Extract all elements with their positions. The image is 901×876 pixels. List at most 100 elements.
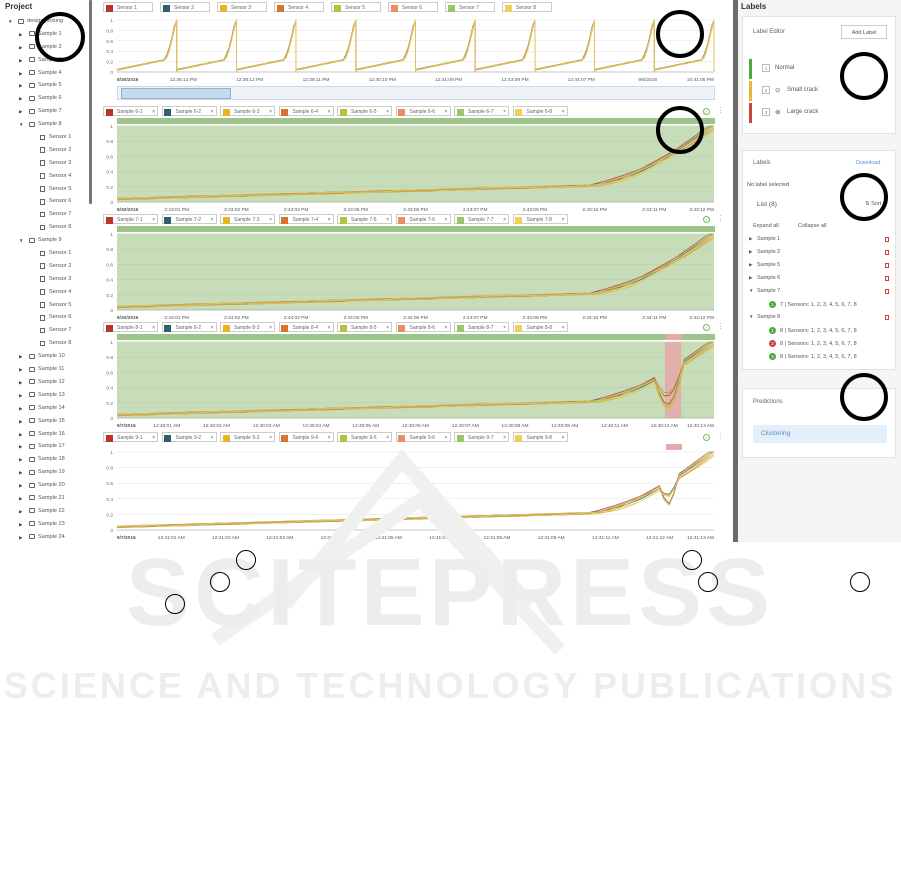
more-options-icon[interactable]: ··· [719,321,722,332]
caret-right-icon[interactable]: ▶ [19,508,23,514]
legend-chip[interactable]: Sample 6-8× [512,106,568,116]
close-icon[interactable]: × [444,435,448,441]
label-status-icon[interactable]: ✓ [703,216,710,223]
tree-sensor[interactable]: Sensor 6 [0,196,92,209]
legend-chip[interactable]: Sensor 1 [103,2,153,12]
legend-chip[interactable]: Sample 7-4× [278,214,334,224]
caret-right-icon[interactable]: ▶ [19,109,23,115]
tree-sample[interactable]: ▶Sample 4 [0,68,92,81]
tree-sensor[interactable]: Sensor 8 [0,338,92,351]
close-icon[interactable]: × [386,435,389,441]
tree-sensor[interactable]: Sensor 8 [0,222,92,235]
legend-chip[interactable]: Sample 6-4× [278,106,334,116]
close-icon[interactable]: × [327,325,331,331]
caret-down-icon[interactable]: ▼ [19,238,24,244]
tree-sample[interactable]: ▶Sample 12 [0,377,92,390]
tree-sensor[interactable]: Sensor 3 [0,158,92,171]
label-entry-text[interactable]: 8 | Sensors: 1, 2, 3, 4, 5, 6, 7, 8 [780,327,857,334]
expand-all-button[interactable]: Expand all [753,223,779,229]
caret-right-icon[interactable]: ▶ [19,31,23,37]
tree-sensor[interactable]: Sensor 1 [0,132,92,145]
legend-chip[interactable]: Sample 7-3× [220,214,275,224]
close-icon[interactable]: × [386,217,389,223]
tree-sample[interactable]: ▶Sample 11 [0,364,92,377]
more-options-icon[interactable]: ··· [719,105,722,116]
legend-chip[interactable]: Sample 9-5× [337,432,392,442]
caret-down-icon[interactable]: ▼ [749,288,754,293]
legend-chip[interactable]: Sample 9-4× [278,432,334,442]
caret-down-icon[interactable]: ▼ [8,19,13,24]
tree-sensor[interactable]: Sensor 7 [0,325,92,338]
close-icon[interactable]: × [444,217,448,223]
tree-sample[interactable]: ▶Sample 7 [0,106,92,119]
legend-chip[interactable]: Sample 8-1× [103,322,158,332]
label-status-icon[interactable]: ✓ [703,324,710,331]
label-tree-sample[interactable]: Sample 5 [757,262,781,268]
tree-scrollbar[interactable] [89,0,92,204]
close-icon[interactable]: × [269,217,272,223]
trash-icon[interactable] [885,249,889,255]
close-icon[interactable]: × [210,435,214,441]
tree-sample[interactable]: ▶Sample 22 [0,506,92,519]
trash-icon[interactable] [885,314,889,320]
close-icon[interactable]: × [269,325,272,331]
tree-sensor[interactable]: Sensor 3 [0,274,92,287]
label-tree-sample-open[interactable]: Sample 8 [757,314,781,320]
label-tree-sample[interactable]: Sample 1 [757,236,781,242]
legend-chip[interactable]: Sample 7-1× [103,214,158,224]
caret-right-icon[interactable]: ▶ [19,418,23,424]
legend-chip[interactable]: Sample 9-3× [220,432,275,442]
tree-sensor[interactable]: Sensor 7 [0,209,92,222]
caret-right-icon[interactable]: ▶ [19,70,23,76]
tree-sensor[interactable]: Sensor 4 [0,287,92,300]
caret-right-icon[interactable]: ▶ [749,275,753,280]
tree-sample[interactable]: ▶Sample 21 [0,493,92,506]
legend-chip[interactable]: Sensor 3 [217,2,267,12]
caret-right-icon[interactable]: ▶ [19,431,23,437]
tree-sensor[interactable]: Sensor 2 [0,261,92,274]
label-editor-item[interactable]: 2⊙Small crack [749,81,887,101]
label-strip[interactable] [117,334,715,340]
label-entry-text[interactable]: 7 | Sensors: 1, 2, 3, 4, 5, 6, 7, 8 [780,301,857,308]
close-icon[interactable]: × [503,435,506,441]
label-editor-item[interactable]: 3⊗Large crack [749,103,887,123]
close-icon[interactable]: × [561,217,565,223]
more-options-icon[interactable]: ··· [719,213,722,224]
close-icon[interactable]: × [561,435,565,441]
tree-sample[interactable]: ▶Sample 17 [0,441,92,454]
legend-chip[interactable]: Sample 6-6× [395,106,451,116]
legend-chip[interactable]: Sensor 2 [160,2,210,12]
overview-range-slider[interactable] [117,86,715,100]
close-icon[interactable]: × [386,325,389,331]
close-icon[interactable]: × [386,109,389,115]
caret-right-icon[interactable]: ▶ [749,236,753,241]
caret-right-icon[interactable]: ▶ [19,83,23,89]
close-icon[interactable]: × [210,109,214,115]
tree-sample[interactable]: ▶Sample 18 [0,454,92,467]
tree-sensor[interactable]: Sensor 2 [0,145,92,158]
more-options-icon[interactable]: ··· [719,431,722,442]
legend-chip[interactable]: Sample 9-8× [512,432,568,442]
caret-right-icon[interactable]: ▶ [19,483,23,489]
legend-chip[interactable]: Sensor 6 [388,2,438,12]
caret-down-icon[interactable]: ▼ [19,122,24,128]
caret-right-icon[interactable]: ▶ [19,444,23,450]
legend-chip[interactable]: Sample 9-1× [103,432,158,442]
legend-chip[interactable]: Sample 7-6× [395,214,451,224]
tree-sensor[interactable]: Sensor 1 [0,248,92,261]
legend-chip[interactable]: Sensor 4 [274,2,324,12]
clustering-button[interactable]: Clustering [753,425,887,443]
tree-sample[interactable]: ▶Sample 10 [0,351,92,364]
label-status-icon[interactable]: ✓ [703,434,710,441]
label-strip[interactable] [117,118,715,124]
range-selection[interactable] [121,88,231,99]
label-tree-sample-open[interactable]: Sample 7 [757,288,781,294]
caret-right-icon[interactable]: ▶ [19,405,23,411]
legend-chip[interactable]: Sample 8-8× [512,322,568,332]
close-icon[interactable]: × [503,217,506,223]
caret-right-icon[interactable]: ▶ [19,354,23,360]
legend-chip[interactable]: Sample 6-7× [454,106,509,116]
legend-chip[interactable]: Sample 8-4× [278,322,334,332]
